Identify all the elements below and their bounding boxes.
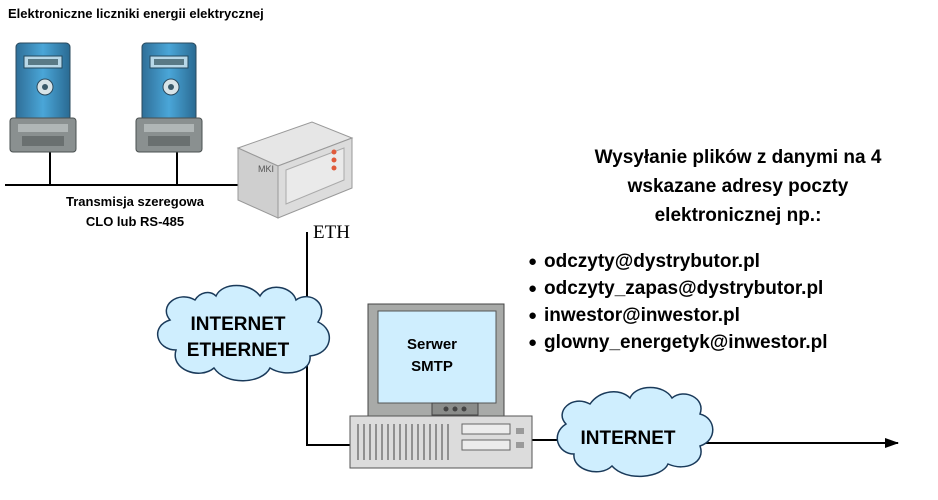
server-line-1: Serwer <box>406 336 458 353</box>
email-address: inwestor@inwestor.pl <box>544 305 740 326</box>
energy-meter-1 <box>9 42 77 153</box>
heading-line-3: elektronicznej np.: <box>654 205 822 226</box>
email-heading: Wysyłanie plików z danymi na 4 wskazane … <box>548 143 928 230</box>
module-label: MKI <box>258 164 274 174</box>
smtp-server <box>349 303 533 469</box>
list-item: ● odczyty@dystrybutor.pl <box>528 248 828 275</box>
email-list: ● odczyty@dystrybutor.pl ● odczyty_zapas@d… <box>528 248 828 356</box>
bullet-icon: ● <box>528 307 538 324</box>
list-item: ● inwestor@inwestor.pl <box>528 302 828 329</box>
page-title: Elektroniczne liczniki energii elektrycz… <box>8 6 264 21</box>
heading-line-1: Wysyłanie plików z danymi na 4 <box>594 147 882 168</box>
heading-line-2: wskazane adresy poczty <box>627 176 849 197</box>
serial-line-1: Transmisja szeregowa <box>65 194 204 209</box>
serial-line-2: CLO lub RS-485 <box>85 214 185 229</box>
cloud-internet <box>556 386 714 478</box>
mki-module: MKI <box>236 121 354 219</box>
bullet-icon: ● <box>528 253 538 270</box>
cloud-internet-ethernet <box>156 284 331 382</box>
energy-meter-2 <box>135 42 203 153</box>
server-line-2: SMTP <box>411 358 453 375</box>
email-address: odczyty_zapas@dystrybutor.pl <box>544 278 824 299</box>
cloud-internet-label: INTERNET <box>580 428 676 449</box>
cloud1-line-2: ETHERNET <box>186 340 290 361</box>
list-item: ● odczyty_zapas@dystrybutor.pl <box>528 275 828 302</box>
server-label: Serwer SMTP <box>386 334 478 378</box>
list-item: ● glowny_energetyk@inwestor.pl <box>528 329 828 356</box>
email-address: glowny_energetyk@inwestor.pl <box>544 332 828 353</box>
cloud1-line-1: INTERNET <box>190 314 286 335</box>
cloud-internet-ethernet-label: INTERNET ETHERNET <box>168 312 308 364</box>
bullet-icon: ● <box>528 334 538 351</box>
eth-label: ETH <box>313 222 350 243</box>
serial-transmission-label: Transmisja szeregowa CLO lub RS-485 <box>30 192 240 232</box>
email-address: odczyty@dystrybutor.pl <box>544 251 760 272</box>
bullet-icon: ● <box>528 280 538 297</box>
